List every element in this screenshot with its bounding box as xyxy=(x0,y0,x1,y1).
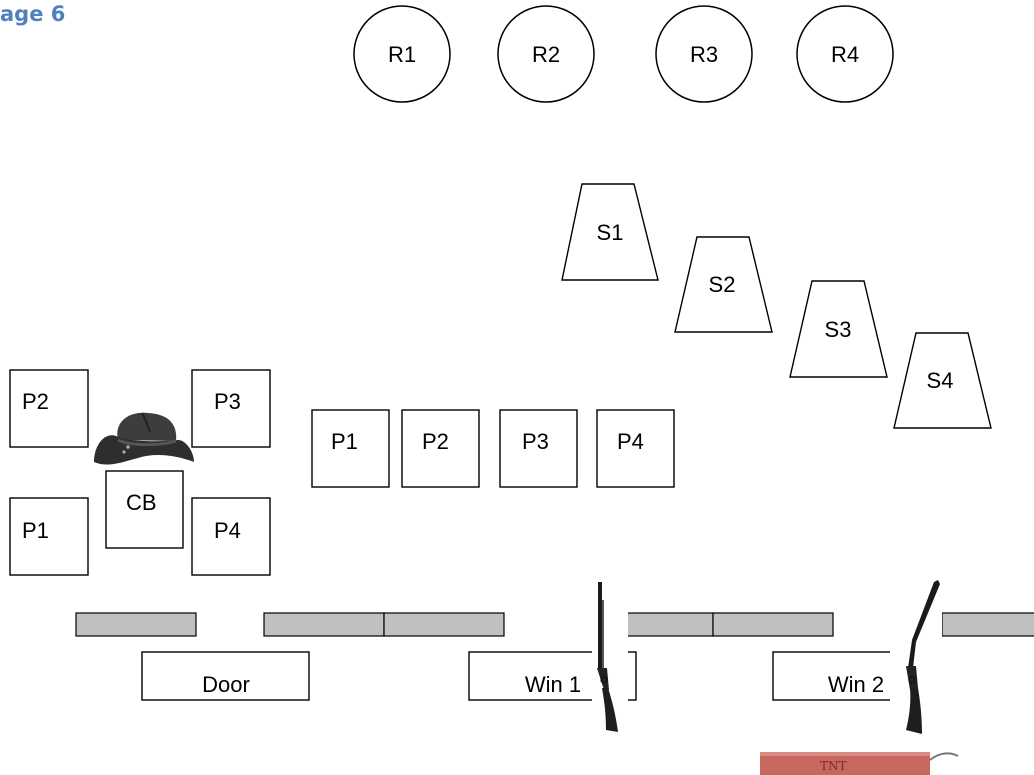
wall-segment xyxy=(941,612,1034,637)
position-label: P1 xyxy=(331,429,358,454)
position-label: P2 xyxy=(422,429,449,454)
center-position-p3: P3 xyxy=(499,409,578,488)
trapezoid-target-s4: S4 xyxy=(893,332,992,429)
trapezoid-target-s3: S3 xyxy=(789,280,888,378)
cowboy-hat-icon xyxy=(94,412,194,465)
round-target-label: R4 xyxy=(831,42,859,67)
position-label: P1 xyxy=(22,518,49,543)
position-label: CB xyxy=(126,490,157,515)
door-opening: Door xyxy=(141,651,310,701)
left-position-p4: P4 xyxy=(191,497,271,576)
wall-segment xyxy=(383,612,505,637)
rifle-icon xyxy=(890,578,942,738)
opening-label: Win 1 xyxy=(525,672,581,697)
left-position-p2: P2 xyxy=(9,369,89,448)
position-label: P4 xyxy=(617,429,644,454)
center-position-p2: P2 xyxy=(401,409,480,488)
opening-label: Door xyxy=(202,672,250,697)
round-target-label: R1 xyxy=(388,42,416,67)
position-label: P3 xyxy=(214,389,241,414)
page-label: age 6 xyxy=(0,2,66,26)
center-position-p4: P4 xyxy=(596,409,675,488)
round-target-r4: R4 xyxy=(796,5,894,103)
center-position-p1: P1 xyxy=(311,409,390,488)
trapezoid-target-label: S2 xyxy=(709,272,736,297)
dynamite-icon: TNT xyxy=(760,752,959,775)
trapezoid-target-label: S1 xyxy=(597,220,624,245)
trapezoid-target-s1: S1 xyxy=(561,183,659,281)
wall-segment xyxy=(75,612,197,637)
cart-box-cb: CB xyxy=(105,470,184,549)
round-target-r3: R3 xyxy=(655,5,753,103)
round-target-label: R3 xyxy=(690,42,718,67)
left-position-p3: P3 xyxy=(191,369,271,448)
trapezoid-target-label: S3 xyxy=(825,317,852,342)
dynamite-label: TNT xyxy=(820,759,847,773)
position-label: P4 xyxy=(214,518,241,543)
round-target-r1: R1 xyxy=(353,5,451,103)
position-label: P2 xyxy=(22,389,49,414)
rifle-icon xyxy=(592,578,628,738)
round-target-label: R2 xyxy=(532,42,560,67)
opening-label: Win 2 xyxy=(828,672,884,697)
round-target-r2: R2 xyxy=(497,5,595,103)
wall-segment xyxy=(263,612,385,637)
trapezoid-target-label: S4 xyxy=(927,368,954,393)
wall-segment xyxy=(712,612,834,637)
wall-bars xyxy=(75,612,1034,637)
trapezoid-target-s2: S2 xyxy=(674,236,773,333)
position-label: P3 xyxy=(522,429,549,454)
left-position-p1: P1 xyxy=(9,497,89,576)
